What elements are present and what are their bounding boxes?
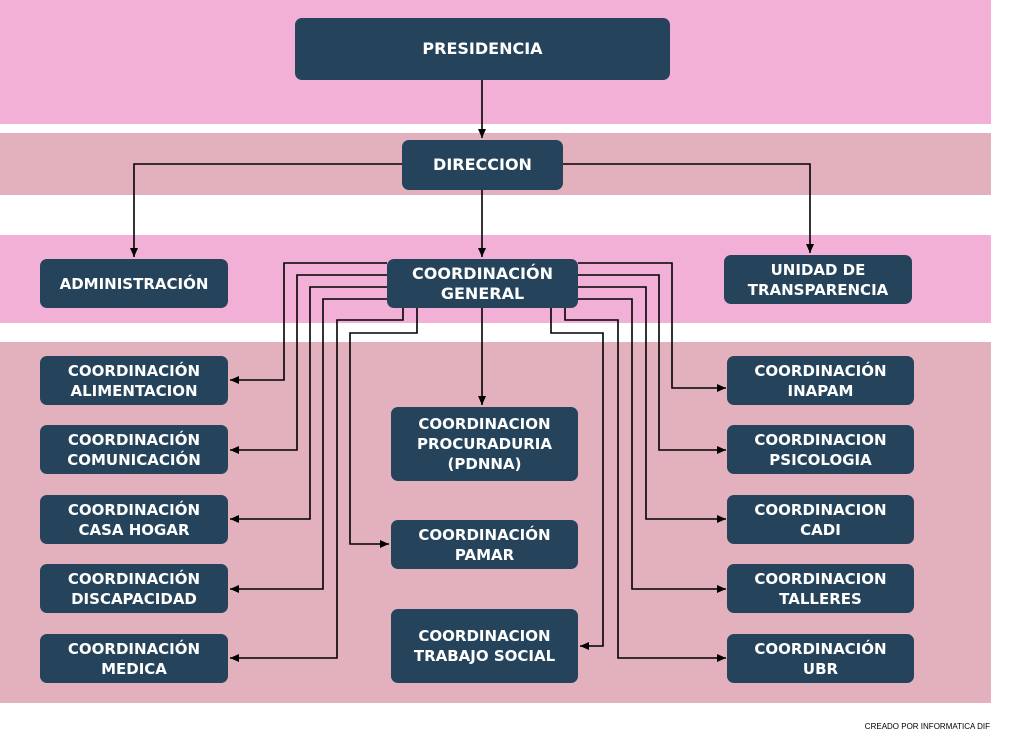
connector-trabajo-social xyxy=(550,308,604,650)
node-coordinacion-talleres: COORDINACION TALLERES xyxy=(727,564,914,613)
node-coordinacion-alimentacion: COORDINACIÓN ALIMENTACION xyxy=(40,356,228,405)
node-coordinacion-procuraduria: COORDINACION PROCURADURIA (PDNNA) xyxy=(391,407,578,481)
connector-ubr xyxy=(564,308,726,662)
connector-direccion-transparencia xyxy=(562,163,814,253)
connector-cadi xyxy=(578,286,726,523)
connector-alimentacion xyxy=(230,262,387,384)
connector-casa-hogar xyxy=(230,286,387,523)
node-coordinacion-cadi: COORDINACION CADI xyxy=(727,495,914,544)
node-coordinacion-medica: COORDINACIÓN MEDICA xyxy=(40,634,228,683)
connector-direccion-administracion xyxy=(130,163,402,257)
node-administracion: ADMINISTRACIÓN xyxy=(40,259,228,308)
node-coordinacion-discapacidad: COORDINACIÓN DISCAPACIDAD xyxy=(40,564,228,613)
connector-inapam xyxy=(578,262,726,392)
node-coordinacion-casa-hogar: COORDINACIÓN CASA HOGAR xyxy=(40,495,228,544)
node-coordinacion-trabajo-social: COORDINACION TRABAJO SOCIAL xyxy=(391,609,578,683)
node-unidad-transparencia: UNIDAD DE TRANSPARENCIA xyxy=(724,255,912,304)
connector-psicologia xyxy=(578,274,726,454)
connector-discapacidad xyxy=(230,298,387,593)
footer-credit: CREADO POR INFORMATICA DIF xyxy=(864,722,990,731)
connector-comunicacion xyxy=(230,274,387,454)
node-coordinacion-inapam: COORDINACIÓN INAPAM xyxy=(727,356,914,405)
node-coordinacion-general: COORDINACIÓN GENERAL xyxy=(387,259,578,308)
node-presidencia: PRESIDENCIA xyxy=(295,18,670,80)
node-coordinacion-comunicacion: COORDINACIÓN COMUNICACIÓN xyxy=(40,425,228,474)
connector-talleres xyxy=(578,298,726,593)
node-coordinacion-ubr: COORDINACIÓN UBR xyxy=(727,634,914,683)
node-coordinacion-psicologia: COORDINACION PSICOLOGIA xyxy=(727,425,914,474)
connector-pamar xyxy=(349,308,418,548)
connector-medica xyxy=(230,308,404,662)
node-coordinacion-pamar: COORDINACIÓN PAMAR xyxy=(391,520,578,569)
node-direccion: DIRECCION xyxy=(402,140,563,190)
